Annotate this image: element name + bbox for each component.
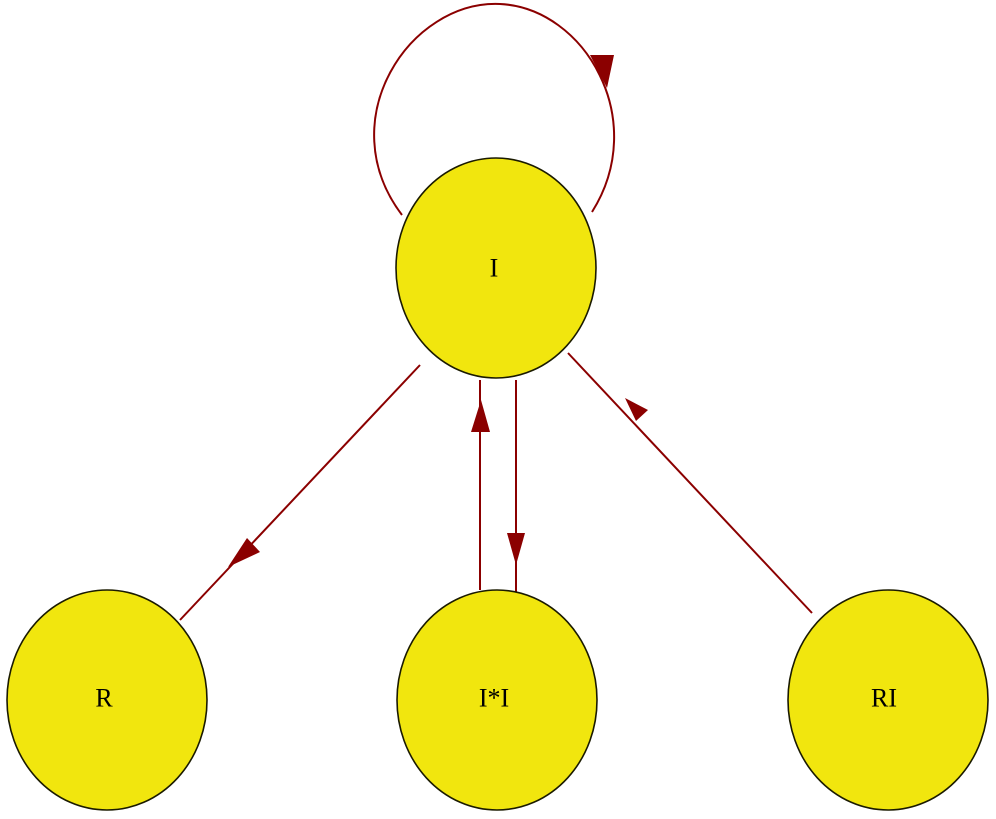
- node-IxI-circle: [396, 589, 598, 811]
- arrow-I-to-IxI: [507, 533, 525, 565]
- nodes: I R I*I RI: [6, 157, 989, 811]
- edges: [179, 2, 813, 621]
- arrow-RI-to-I: [625, 398, 648, 421]
- node-IxI[interactable]: I*I: [396, 589, 598, 811]
- node-I-circle: [395, 157, 597, 379]
- node-R[interactable]: R: [6, 589, 208, 811]
- edge-I-to-R: [179, 364, 421, 621]
- node-RI[interactable]: RI: [787, 589, 989, 811]
- arrow-IxI-to-I: [471, 400, 490, 432]
- node-R-circle: [6, 589, 208, 811]
- node-I[interactable]: I: [395, 157, 597, 379]
- node-RI-label: RI: [871, 684, 897, 713]
- node-RI-circle: [787, 589, 989, 811]
- arrow-I-to-R: [228, 538, 260, 567]
- node-R-label: R: [95, 684, 113, 713]
- node-I-label: I: [490, 254, 499, 283]
- edge-RI-to-I: [567, 352, 813, 614]
- edge-I-to-I: [373, 2, 616, 216]
- node-IxI-label: I*I: [479, 684, 509, 713]
- arrow-I-to-I: [590, 55, 614, 88]
